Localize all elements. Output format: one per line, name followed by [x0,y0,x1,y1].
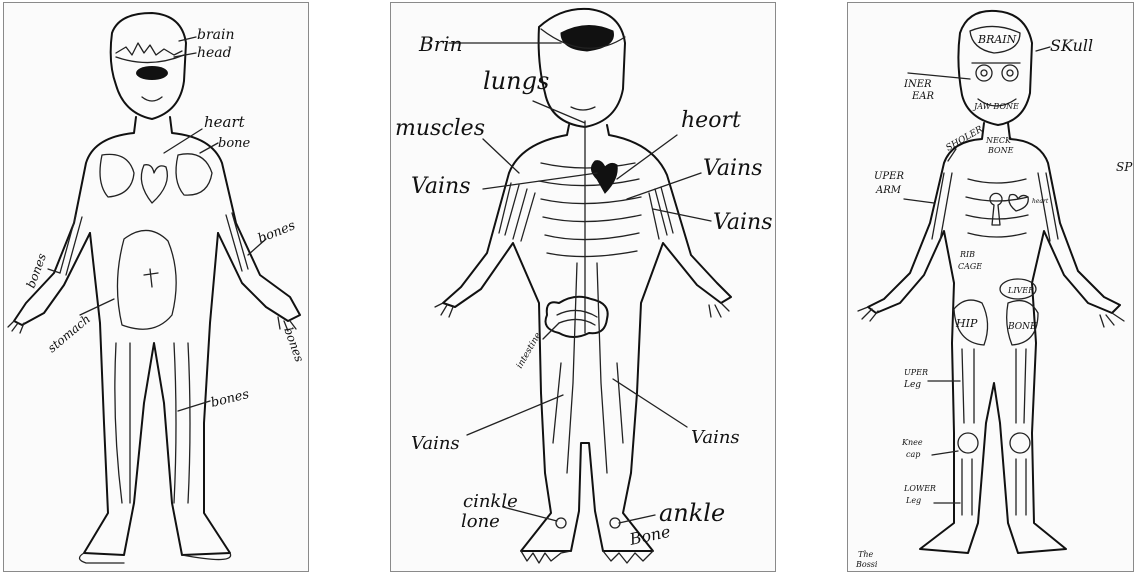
skeleton-drawing-3: BRAIN SKull INER EAR JAW BONE SHOLER NEC… [848,3,1134,572]
label-upper-leg-2: Leg [903,380,921,390]
label-skull: SKull [1050,36,1093,55]
label-inner-ear-1: INER [903,79,932,90]
drawing-panel-3: BRAIN SKull INER EAR JAW BONE SHOLER NEC… [847,2,1134,572]
label-muscles: muscles [395,116,485,141]
label-vains-right-1: Vains [703,156,762,181]
label-vains-left: Vains [411,174,470,199]
label-upper-arm-2: ARM [875,185,902,196]
label-liver: LIVER [1007,286,1034,295]
label-bones-hand: bones [281,325,306,364]
label-lower-leg-2: Leg [905,496,921,505]
drawing-panel-2: Brin lungs muscles heort Vains Vains Vai… [390,2,776,572]
label-upper-arm-1: UPER [874,171,904,182]
label-hip: HIP [955,317,978,330]
label-bone: bone [218,136,251,151]
label-neck-2: BONE [987,146,1014,155]
label-corner-2: Bossi [855,560,878,569]
label-lungs: lungs [483,67,549,95]
label-rib-1: RIB [959,250,975,259]
body-outline-drawing-1: brain head heart bone bones bones bones … [4,3,309,572]
label-heart: heart [204,113,246,131]
label-hip-bone: BONE [1007,322,1037,332]
label-bones-right-arm: bones [256,218,298,247]
label-ankle: ankle [659,499,725,527]
label-vains-low-left: Vains [411,433,460,454]
label-neck-1: NECK [985,136,1012,145]
label-head: head [197,45,232,61]
body-outline-drawing-2: Brin lungs muscles heort Vains Vains Vai… [391,3,776,572]
label-cinkle: cinkle [463,491,518,512]
label-sp: SP [1116,160,1133,174]
drawing-panel-1: brain head heart bone bones bones bones … [3,2,309,572]
label-lower-leg-1: LOWER [903,484,936,493]
label-inner-ear-2: EAR [911,91,935,102]
label-brain: BRAIN [977,33,1017,46]
label-vains-right-2: Vains [713,210,772,235]
label-corner-1: The [858,550,873,559]
label-stomach: stomach [45,312,93,356]
label-bones-left-arm: bones [24,251,49,290]
label-knee-2: cap [906,450,920,459]
label-knee-1: Knee [901,438,923,447]
label-rib-2: CAGE [958,262,982,271]
label-brin: Brin [418,32,463,56]
label-heort: heort [681,108,741,133]
label-bones-leg: bones [209,387,251,411]
label-lone: lone [461,511,500,532]
label-heart: heart [1032,198,1049,205]
label-brain: brain [197,27,235,43]
label-upper-leg-1: UPER [904,368,928,377]
label-vains-low-right: Vains [691,427,740,448]
label-jaw-bone: JAW BONE [972,102,1019,111]
